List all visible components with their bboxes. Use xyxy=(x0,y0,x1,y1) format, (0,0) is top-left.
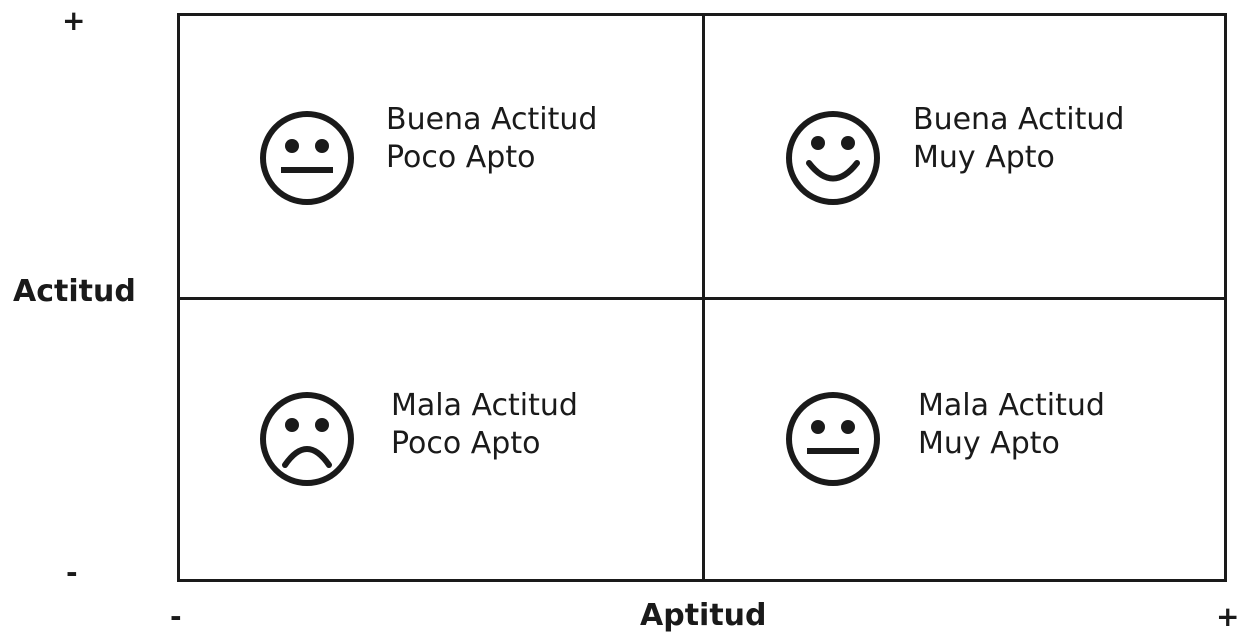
quadrant-grid xyxy=(177,13,1227,582)
quadrant-top-left-line1: Buena Actitud xyxy=(386,102,598,137)
neutral-face-icon xyxy=(783,389,883,489)
quadrant-top-left-text: Buena Actitud Poco Apto xyxy=(386,101,597,177)
quadrant-bottom-right-line1: Mala Actitud xyxy=(918,388,1105,423)
quadrant-bottom-left-line1: Mala Actitud xyxy=(391,388,578,423)
smiling-face-icon xyxy=(783,108,883,208)
quadrant-bottom-right-text: Mala Actitud Muy Apto xyxy=(918,387,1105,463)
quadrant-top-left-line2: Poco Apto xyxy=(386,140,536,175)
quadrant-bottom-right-line2: Muy Apto xyxy=(918,426,1060,461)
x-axis-label: Aptitud xyxy=(640,598,767,633)
quadrant-top-right-text: Buena Actitud Muy Apto xyxy=(913,101,1124,177)
horizontal-divider xyxy=(180,297,1224,300)
x-axis-left-sign: - xyxy=(170,600,182,633)
y-axis-top-sign: + xyxy=(62,4,86,37)
x-axis-right-sign: + xyxy=(1216,600,1238,633)
y-axis-label: Actitud xyxy=(13,274,136,309)
quadrant-top-right-line2: Muy Apto xyxy=(913,140,1055,175)
neutral-face-icon xyxy=(257,108,357,208)
y-axis-bottom-sign: - xyxy=(66,556,78,589)
quadrant-bottom-left-line2: Poco Apto xyxy=(391,426,541,461)
quadrant-top-right-line1: Buena Actitud xyxy=(913,102,1125,137)
quadrant-bottom-left-text: Mala Actitud Poco Apto xyxy=(391,387,578,463)
frowning-face-icon xyxy=(257,389,357,489)
